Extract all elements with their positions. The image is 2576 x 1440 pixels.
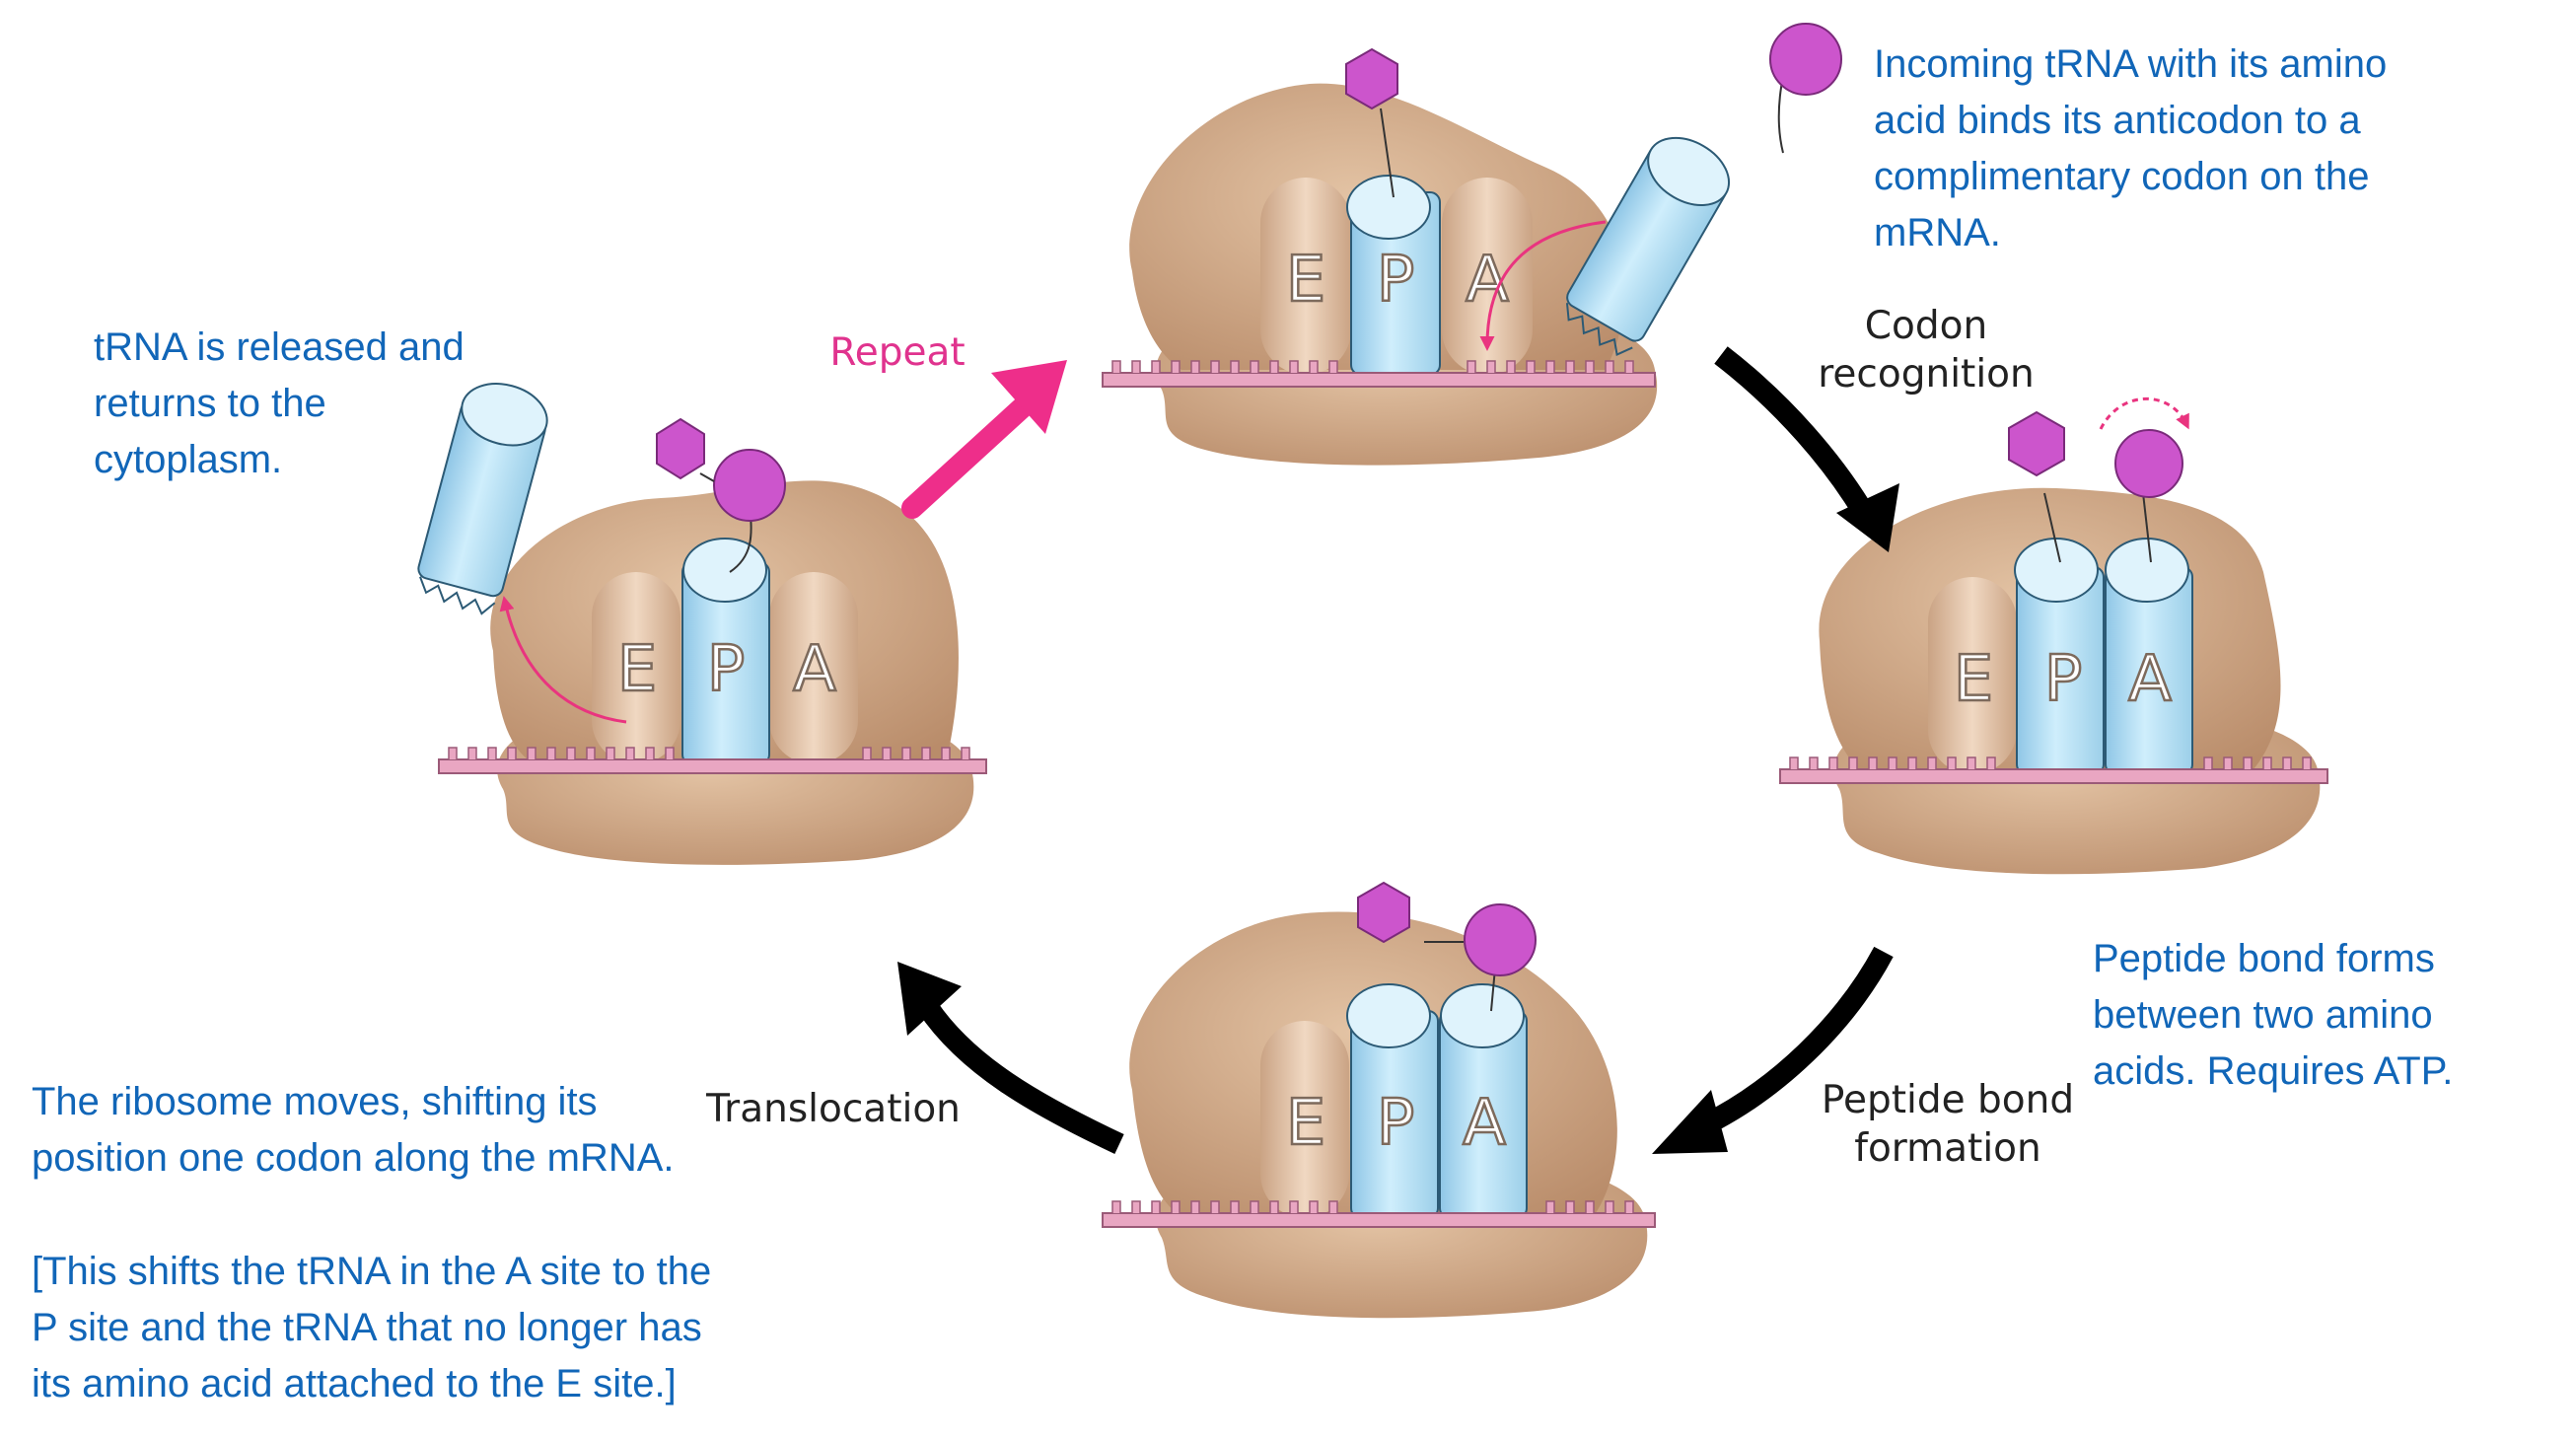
note-line: tRNA is released and — [94, 325, 465, 369]
peptide-hexagon-icon — [656, 417, 705, 480]
ribosome-left: E A P — [438, 417, 987, 865]
trna-icon: A — [2105, 538, 2193, 775]
amino-acid-circle-icon — [2114, 429, 2183, 498]
note-line: complimentary codon on the — [1874, 155, 2370, 198]
e-site-label: E — [1954, 643, 1993, 716]
translocation-note: The ribosome moves, shifting its positio… — [32, 1080, 711, 1405]
translocation-arrow-icon — [897, 962, 1124, 1154]
codon-recognition-label-line2: recognition — [1818, 352, 2035, 396]
ribosome-top: E A P — [1102, 23, 1842, 466]
e-site-label: E — [617, 633, 657, 706]
ribosome-bottom: E P A — [1102, 881, 1656, 1319]
peptide-hexagon-icon — [1345, 47, 1398, 110]
e-site-label: E — [1286, 244, 1325, 317]
amino-acid-circle-icon — [1769, 23, 1842, 96]
p-site-label: P — [707, 633, 746, 706]
a-site-pillar — [1442, 178, 1533, 375]
note-line: cytoplasm. — [94, 438, 282, 481]
codon-recognition-note: Incoming tRNA with its amino acid binds … — [1874, 42, 2387, 254]
e-site-label: E — [1286, 1087, 1325, 1160]
note-line: its amino acid attached to the E site.] — [32, 1362, 677, 1405]
trna-icon: P — [2014, 538, 2105, 775]
amino-acid-circle-icon — [1464, 903, 1537, 976]
p-site-label: P — [1377, 244, 1415, 317]
note-line: position one codon along the mRNA. — [32, 1136, 675, 1180]
note-line: acids. Requires ATP. — [2093, 1049, 2453, 1093]
p-site-label: P — [2044, 643, 2083, 716]
peptide-bond-note: Peptide bond forms between two amino aci… — [2093, 937, 2453, 1093]
ribosome-right: E P A — [1779, 396, 2328, 875]
trna-icon: P — [681, 538, 770, 765]
mrna-strand-icon — [438, 747, 987, 774]
peptide-bond-arrow-icon — [1652, 946, 1894, 1154]
mrna-strand-icon — [1102, 360, 1656, 388]
note-line: mRNA. — [1874, 211, 2001, 254]
incoming-trna-icon — [1565, 136, 1731, 356]
trna-icon: P — [1346, 983, 1439, 1219]
amino-acid-circle-icon — [713, 449, 786, 522]
a-site-label: A — [2128, 643, 2172, 716]
note-line: [This shifts the tRNA in the A site to t… — [32, 1250, 711, 1293]
mrna-strand-icon — [1779, 756, 2328, 784]
e-site-pillar — [1260, 178, 1351, 375]
repeat-label: Repeat — [829, 330, 965, 375]
codon-recognition-arrow-icon — [1714, 346, 1899, 552]
released-trna-icon — [417, 383, 548, 615]
a-site-label: A — [1463, 1087, 1506, 1160]
note-line: between two amino — [2093, 993, 2433, 1037]
peptide-hexagon-icon — [2008, 410, 2065, 477]
note-line: P site and the tRNA that no longer has — [32, 1306, 702, 1349]
repeat-arrow-icon — [901, 360, 1067, 519]
note-line: Incoming tRNA with its amino — [1874, 42, 2387, 86]
peptide-hexagon-icon — [1357, 881, 1410, 944]
peptide-bond-formation-label-line1: Peptide bond — [1822, 1078, 2074, 1122]
note-line: Peptide bond forms — [2093, 937, 2435, 980]
trna-icon: P — [1346, 175, 1441, 376]
note-line: returns to the — [94, 382, 326, 425]
codon-recognition-label-line1: Codon — [1865, 304, 1987, 348]
peptide-bond-formation-label-line2: formation — [1854, 1126, 2041, 1171]
note-line: The ribosome moves, shifting its — [32, 1080, 598, 1123]
mrna-strand-icon — [1102, 1200, 1656, 1228]
note-line: acid binds its anticodon to a — [1874, 99, 2361, 142]
a-site-label: A — [793, 633, 836, 706]
trna-release-note: tRNA is released and returns to the cyto… — [94, 325, 465, 481]
p-site-label: P — [1377, 1087, 1415, 1160]
trna-icon: A — [1439, 983, 1528, 1219]
translocation-label: Translocation — [705, 1087, 961, 1131]
